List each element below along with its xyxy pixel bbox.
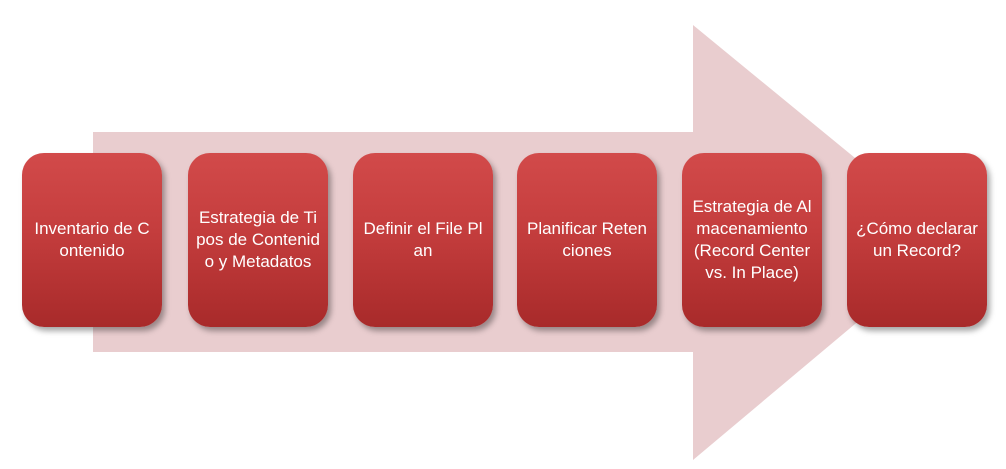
step-como-declarar-record: ¿Cómo declarar un Record?	[847, 153, 987, 327]
step-label: ¿Cómo declarar un Record?	[856, 219, 978, 260]
step-planificar-retenciones: Planificar Retenciones	[517, 153, 657, 327]
step-label: Estrategia de Almacenamiento (Record Cen…	[692, 197, 812, 282]
step-definir-file-plan: Definir el File Plan	[353, 153, 493, 327]
step-label: Inventario de Contenido	[34, 219, 150, 260]
step-label: Estrategia de Tipos de Contenido y Metad…	[196, 208, 320, 271]
step-estrategia-tipos-de-contenido: Estrategia de Tipos de Contenido y Metad…	[188, 153, 328, 327]
step-estrategia-almacenamiento: Estrategia de Almacenamiento (Record Cen…	[682, 153, 822, 327]
step-inventario-de-contenido: Inventario de Contenido	[22, 153, 162, 327]
step-label: Definir el File Plan	[363, 219, 483, 260]
step-label: Planificar Retenciones	[526, 219, 647, 260]
